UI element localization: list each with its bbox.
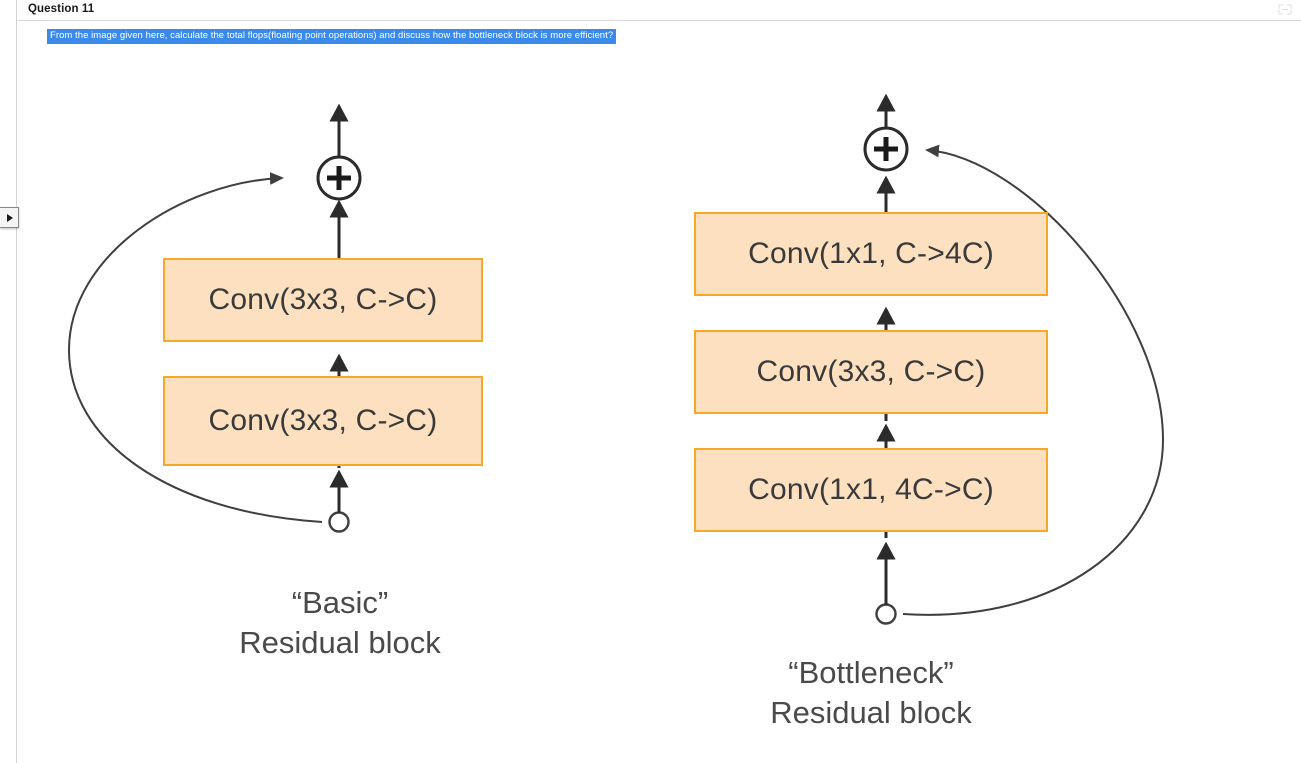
residual-block-diagram: Conv(3x3, C->C) Conv(3x3, C->C) Conv(1x1… — [17, 50, 1301, 763]
bottleneck-conv-box-top-label: Conv(1x1, C->4C) — [748, 237, 994, 270]
header-divider — [17, 20, 1301, 21]
basic-conv-box-bottom: Conv(3x3, C->C) — [163, 376, 483, 466]
bottleneck-caption-line2: Residual block — [770, 695, 972, 730]
bottleneck-tap-node — [875, 603, 897, 625]
basic-caption-line1: “Basic” — [291, 585, 389, 620]
bottleneck-block-graphics — [863, 93, 1165, 625]
bottleneck-block-caption: “Bottleneck” Residual block — [691, 653, 1051, 733]
bottleneck-conv-box-middle: Conv(3x3, C->C) — [694, 330, 1048, 414]
bottleneck-skip-connection — [902, 144, 1165, 616]
basic-skip-connection — [67, 172, 323, 523]
chevron-right-icon — [6, 213, 13, 222]
expand-arrows-icon[interactable] — [1277, 3, 1293, 16]
bottleneck-conv-box-bottom-label: Conv(1x1, 4C->C) — [748, 473, 994, 506]
basic-block-caption: “Basic” Residual block — [160, 583, 520, 663]
question-prompt-text: From the image given here, calculate the… — [47, 29, 617, 44]
bottleneck-conv-box-top: Conv(1x1, C->4C) — [694, 212, 1048, 296]
basic-block-graphics — [67, 103, 362, 533]
basic-conv-box-bottom-label: Conv(3x3, C->C) — [208, 404, 438, 437]
basic-caption-line2: Residual block — [239, 625, 441, 660]
basic-conv-box-top: Conv(3x3, C->C) — [163, 258, 483, 342]
bottleneck-conv-box-middle-label: Conv(3x3, C->C) — [756, 355, 986, 388]
sidebar-expand-toggle[interactable] — [0, 207, 19, 228]
bottleneck-conv-box-bottom: Conv(1x1, 4C->C) — [694, 448, 1048, 532]
left-rail — [0, 0, 17, 763]
basic-plus-icon — [327, 166, 351, 190]
diagram-svg — [67, 93, 1165, 625]
bottleneck-plus-icon — [874, 137, 898, 161]
bottleneck-caption-line1: “Bottleneck” — [788, 655, 954, 690]
page-title: Question 11 — [28, 3, 95, 15]
basic-tap-node — [328, 511, 350, 533]
basic-conv-box-top-label: Conv(3x3, C->C) — [208, 283, 438, 316]
